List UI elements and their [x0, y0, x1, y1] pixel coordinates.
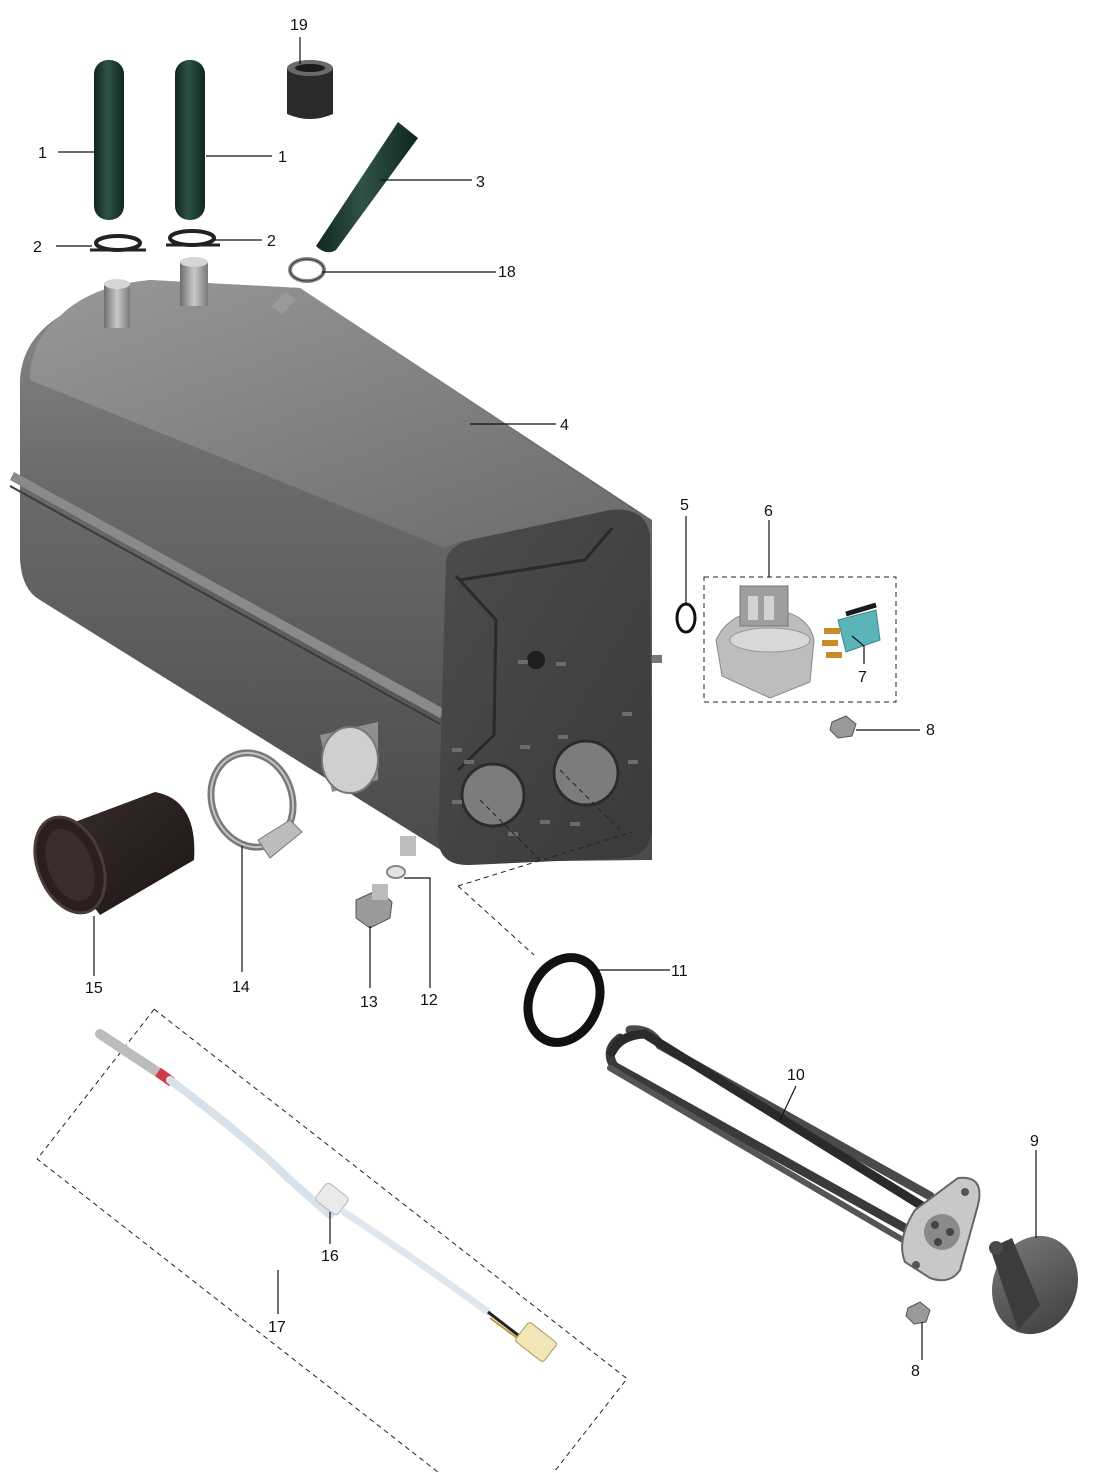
washer-12: [386, 865, 406, 879]
sensor-group-box: [36, 1008, 628, 1473]
callout-labels: 1 1 2 2 3 4 5 6 7 8 8 9 10 11 12 13 14 1…: [33, 17, 1039, 1380]
rubber-sleeve: [33, 792, 195, 915]
callout-5: 5: [680, 497, 689, 514]
assembly-guide-line: [457, 885, 535, 956]
callout-7: 7: [858, 669, 867, 686]
heating-element: [605, 1025, 981, 1282]
callout-8-upper: 8: [926, 722, 935, 739]
callout-8-lower: 8: [911, 1363, 920, 1380]
spring-clamp-right: [166, 229, 220, 247]
callout-6: 6: [764, 503, 773, 520]
callout-9: 9: [1030, 1133, 1039, 1150]
callout-2-left: 2: [33, 239, 42, 256]
callout-15: 15: [85, 980, 103, 997]
micro-switch: [822, 602, 881, 658]
hose-clamp-18: [288, 257, 326, 283]
end-cap-19: [287, 60, 333, 119]
hose-left: [94, 60, 124, 220]
temperature-sensor: [95, 1029, 557, 1362]
callout-16: 16: [321, 1248, 339, 1265]
pressure-switch: [715, 585, 815, 699]
callout-3: 3: [476, 174, 485, 191]
callout-14: 14: [232, 979, 250, 996]
callout-2-right: 2: [267, 233, 276, 250]
callout-13: 13: [360, 994, 378, 1011]
callout-1-right: 1: [278, 149, 287, 166]
callout-11: 11: [671, 963, 688, 980]
pressure-switch-group-box: [703, 576, 897, 703]
terminal-cover: [989, 1235, 1079, 1335]
nut-8-lower: [905, 1301, 931, 1325]
boiler-tank: [9, 257, 662, 866]
spring-clamp-left: [90, 234, 146, 252]
callout-1-left: 1: [38, 145, 47, 162]
callout-10: 10: [787, 1067, 805, 1084]
worm-drive-clamp: [207, 749, 303, 859]
nut-8-upper: [829, 715, 857, 739]
callout-19: 19: [290, 17, 308, 34]
callout-12: 12: [420, 992, 438, 1009]
drain-plug: [355, 884, 393, 929]
callout-18: 18: [498, 264, 516, 281]
hose-angled: [316, 122, 418, 253]
gasket-11: [523, 953, 605, 1047]
leader-lines: [56, 37, 1037, 1360]
callout-17: 17: [268, 1319, 286, 1336]
hose-right: [175, 60, 205, 220]
callout-4: 4: [560, 417, 569, 434]
assembly-guide-line: [457, 831, 633, 887]
o-ring-5: [675, 602, 697, 634]
